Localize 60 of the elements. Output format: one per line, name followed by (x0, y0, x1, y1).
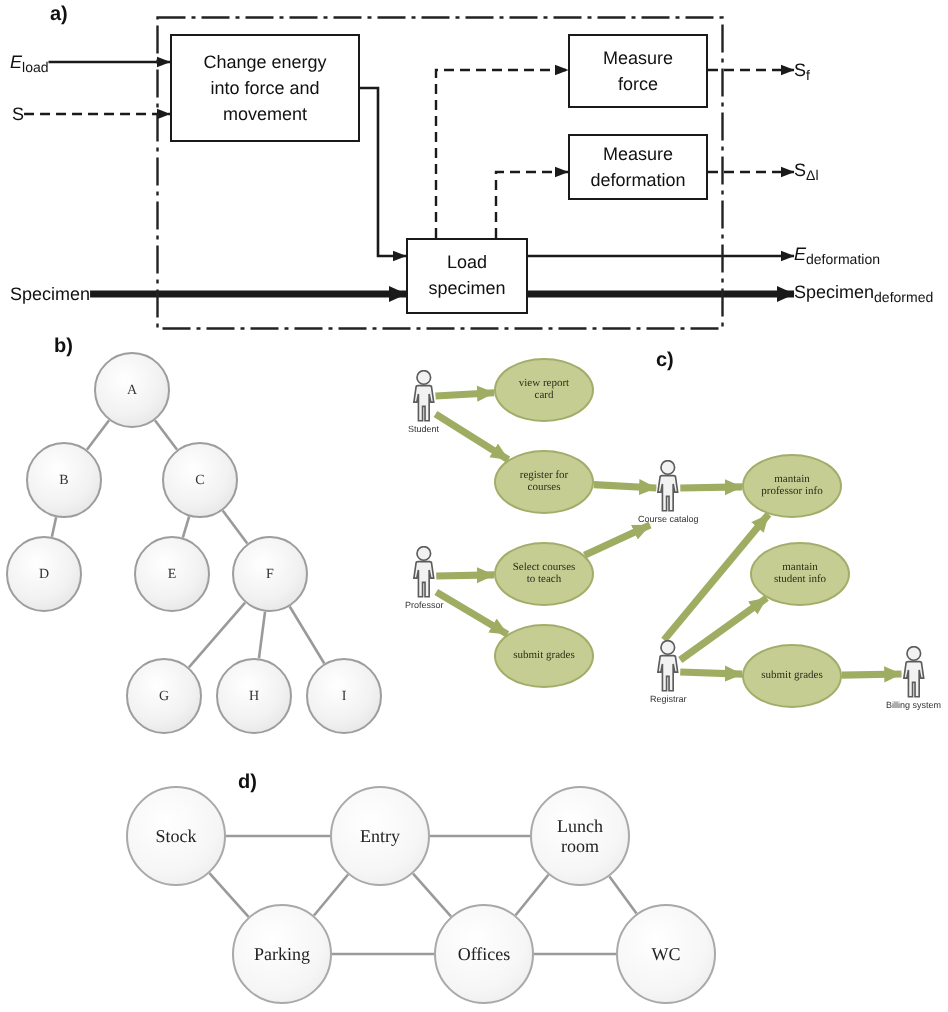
thick-arrow (435, 385, 495, 402)
thick-arrow (593, 479, 657, 496)
connector-line (221, 509, 249, 545)
connector-line (608, 875, 638, 915)
panel-label: a) (50, 4, 68, 28)
connector-line (514, 873, 550, 917)
connector-line (50, 516, 58, 538)
connector-line (257, 611, 267, 659)
process-box: Measure force (568, 34, 708, 108)
panel-label: d) (238, 772, 257, 796)
flow-label: Specimen (10, 282, 91, 306)
arrow (528, 250, 795, 262)
dashed-arrow (708, 64, 795, 76)
thick-arrow (661, 511, 772, 643)
connector-line (332, 952, 434, 956)
connector-line (288, 605, 326, 665)
flow-label: S$_{Δl}$ (794, 158, 819, 182)
room-node: Entry (330, 786, 430, 886)
room-node: Parking (232, 904, 332, 1004)
connector-line (312, 873, 350, 917)
room-node: Lunch room (530, 786, 630, 886)
thick-arrow (528, 285, 795, 303)
connector-line (208, 872, 250, 918)
connector-line (412, 872, 452, 918)
room-node: Offices (434, 904, 534, 1004)
connector-line (226, 834, 330, 838)
dashed-arrow (494, 166, 569, 238)
dashed-arrow (24, 108, 171, 120)
flow-label: S$_{f}$ (794, 58, 810, 82)
dashed-arrow (708, 166, 795, 178)
panel-label: c) (656, 350, 674, 374)
process-box: Load specimen (406, 238, 528, 314)
thick-arrow (436, 567, 495, 584)
flow-label: E$_{load}$ (10, 50, 49, 74)
flow-label: S (12, 102, 25, 126)
flow-label: E$_{deformation}$ (794, 242, 880, 266)
flow-label: Specimen$_{deformed}$ (794, 280, 934, 304)
connector-line (430, 834, 530, 838)
process-box: Change energy into force and movement (170, 34, 360, 142)
thick-arrow (680, 665, 743, 682)
panel-label: b) (54, 336, 73, 360)
room-node: Stock (126, 786, 226, 886)
thick-arrow (841, 666, 903, 683)
room-node: WC (616, 904, 716, 1004)
connector-line (153, 419, 179, 451)
thick-arrow (678, 594, 769, 663)
arrow (360, 86, 407, 262)
thick-arrow (433, 410, 511, 463)
thick-arrow (583, 521, 652, 559)
connector-line (187, 601, 247, 669)
connector-line (85, 419, 111, 451)
thick-arrow (434, 588, 510, 638)
arrow (48, 56, 171, 68)
thick-arrow (90, 285, 407, 303)
connector-line (181, 516, 191, 538)
system-boundary (156, 16, 724, 330)
connector-line (534, 952, 616, 956)
process-box: Measure deformation (568, 134, 708, 200)
thick-arrow (680, 479, 743, 496)
dashed-arrow (434, 64, 569, 238)
